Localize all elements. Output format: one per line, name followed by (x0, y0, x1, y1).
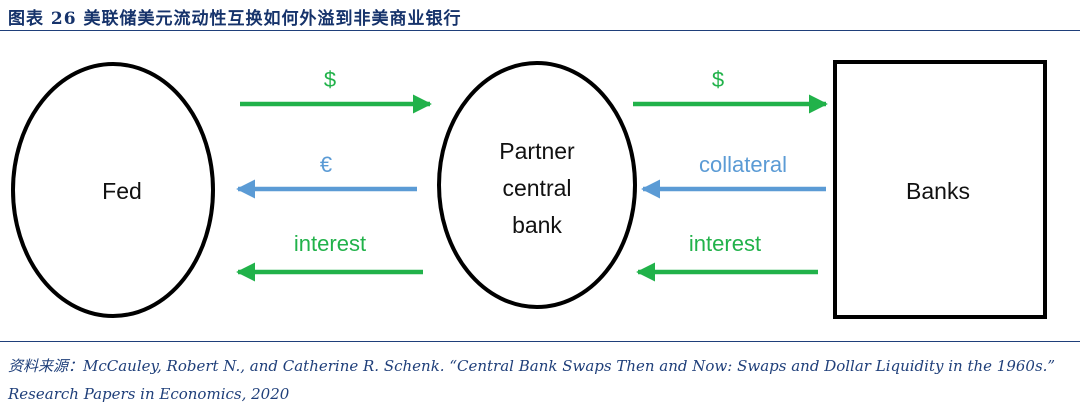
euro-label: € (320, 152, 332, 177)
banks-label: Banks (906, 178, 970, 204)
swap-flow-diagram: Fed Partner central bank Banks $ € inter… (11, 60, 1047, 319)
source-line-1: 资料来源：McCauley, Robert N., and Catherine … (8, 357, 1056, 375)
fed-label: Fed (102, 178, 142, 204)
source-note: 资料来源：McCauley, Robert N., and Catherine … (8, 352, 1078, 408)
fed-ellipse (11, 62, 215, 318)
source-line-2: Research Papers in Economics, 2020 (8, 385, 290, 403)
interest-label: interest (689, 231, 761, 256)
arrow-banks-to-partner-collateral: collateral (641, 152, 826, 199)
partner-label-line-1: Partner (499, 138, 575, 164)
arrow-partner-to-banks-dollar: $ (633, 67, 828, 114)
arrow-partner-to-fed-euro: € (236, 152, 417, 199)
node-fed: Fed (11, 62, 215, 318)
arrow-partner-to-fed-interest: interest (236, 231, 423, 282)
node-partner-central-bank: Partner central bank (437, 61, 637, 309)
arrow-banks-to-partner-interest: interest (636, 231, 818, 282)
figure-title: 图表 26 美联储美元流动性互换如何外溢到非美商业银行 (8, 9, 462, 29)
interest-label: interest (294, 231, 366, 256)
partner-label-line-3: bank (512, 212, 562, 238)
dollar-label: $ (712, 67, 724, 92)
collateral-label: collateral (699, 152, 787, 177)
banks-box (833, 60, 1047, 319)
partner-ellipse (437, 61, 637, 309)
partner-label-line-2: central (502, 175, 571, 201)
dollar-label: $ (324, 67, 336, 92)
title-divider (0, 30, 1080, 31)
source-divider (0, 341, 1080, 342)
arrow-fed-to-partner-dollar: $ (240, 67, 432, 114)
node-banks: Banks (833, 60, 1047, 319)
